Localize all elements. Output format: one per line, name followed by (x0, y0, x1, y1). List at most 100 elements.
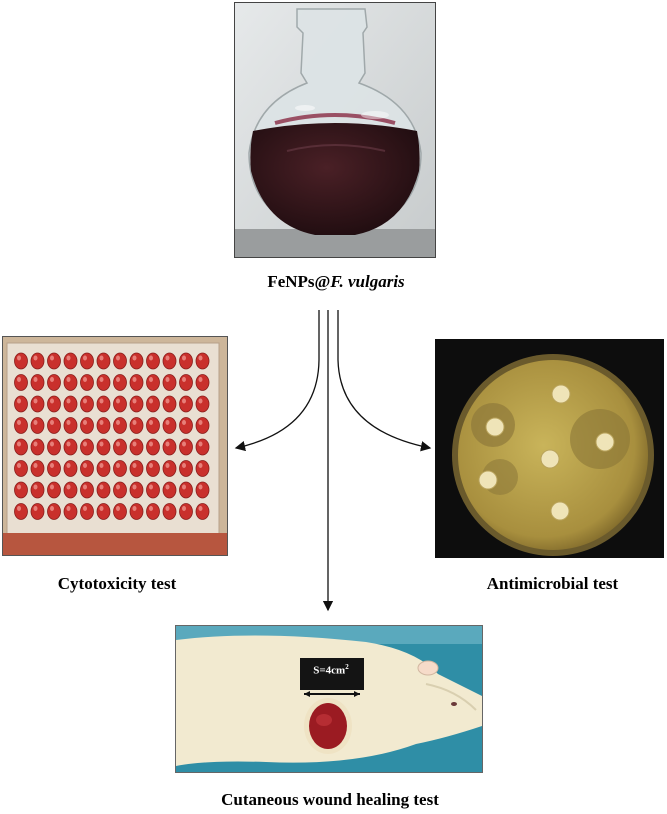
well-highlight (116, 506, 120, 511)
plate-well (146, 481, 160, 499)
well-highlight (50, 484, 54, 490)
well-highlight (83, 420, 87, 425)
well-highlight (198, 420, 203, 425)
well-highlight (50, 441, 54, 447)
cytotoxicity-label: Cytotoxicity test (57, 574, 177, 593)
plate-well (113, 481, 127, 499)
plate-well (162, 352, 177, 370)
well-highlight (33, 463, 38, 468)
plate-well (195, 503, 210, 520)
well-highlight (33, 506, 38, 511)
plate-well (96, 438, 111, 456)
well-highlight (165, 441, 170, 447)
wound-model-photo (175, 625, 483, 773)
well-highlight (33, 420, 38, 425)
well-highlight (182, 463, 186, 468)
well-highlight (66, 463, 71, 468)
plate-well (96, 481, 111, 499)
plate-well (96, 352, 111, 370)
plate-well (195, 481, 210, 499)
well-highlight (165, 484, 170, 490)
plate-well (14, 417, 28, 434)
plate-well (96, 374, 111, 391)
well-highlight (17, 441, 21, 447)
plate-well (129, 503, 144, 520)
well-highlight (165, 398, 170, 404)
plate-well (113, 352, 127, 370)
well-highlight (66, 377, 71, 382)
plate-well (113, 395, 127, 413)
plate-well (63, 481, 78, 499)
well-highlight (17, 506, 21, 511)
plate-well (80, 503, 94, 520)
plate-well (162, 503, 177, 520)
plate-well (30, 438, 45, 456)
well-highlight (198, 355, 203, 361)
plate-well (63, 374, 78, 391)
plate-well (162, 395, 177, 413)
plate-well (179, 352, 193, 370)
well-highlight (149, 484, 153, 490)
well-highlight (99, 463, 104, 468)
plate-well (113, 438, 127, 456)
plate-well (96, 417, 111, 434)
well-highlight (33, 377, 38, 382)
plate-well (195, 395, 210, 413)
well-highlight (33, 441, 38, 447)
plate-well (47, 481, 61, 499)
plate-well (195, 374, 210, 391)
plate-well (63, 352, 78, 370)
well-highlight (50, 420, 54, 425)
plate-well (14, 352, 28, 370)
plate-well (30, 503, 45, 520)
plate-well (80, 481, 94, 499)
well-highlight (132, 484, 137, 490)
well-highlight (99, 377, 104, 382)
well-highlight (149, 506, 153, 511)
plate-well (47, 374, 61, 391)
well-highlight (149, 398, 153, 404)
plate-well (14, 481, 28, 499)
well-highlight (132, 398, 137, 404)
plate-well (30, 417, 45, 434)
wound-site (309, 703, 347, 749)
plate-well (162, 460, 177, 477)
well-highlight (165, 377, 170, 382)
plate-well (113, 417, 127, 434)
plate-well (30, 352, 45, 370)
well-highlight (66, 398, 71, 404)
plate-well (179, 460, 193, 477)
plate-well (195, 417, 210, 434)
plate-well (47, 438, 61, 456)
well-highlight (182, 355, 186, 361)
area-label-box (300, 658, 364, 690)
flask-photo (234, 2, 436, 258)
plate-well (146, 374, 160, 391)
plate-well (162, 374, 177, 391)
well-highlight (116, 398, 120, 404)
wound-healing-label: Cutaneous wound healing test (221, 790, 439, 809)
well-highlight (165, 355, 170, 361)
plate-well (146, 417, 160, 434)
well-plate-photo (2, 336, 228, 556)
well-highlight (149, 441, 153, 447)
plate-well (96, 460, 111, 477)
well-highlight (116, 355, 120, 361)
plate-well (195, 352, 210, 370)
plate-well (47, 503, 61, 520)
plate-well (179, 503, 193, 520)
well-highlight (66, 355, 71, 361)
plate-well (47, 395, 61, 413)
well-highlight (132, 420, 137, 425)
antimicrobial-label: Antimicrobial test (486, 574, 619, 593)
well-highlight (116, 463, 120, 468)
well-highlight (99, 484, 104, 490)
well-highlight (198, 441, 203, 447)
well-highlight (50, 506, 54, 511)
well-highlight (116, 484, 120, 490)
plate-well (30, 481, 45, 499)
plate-well (179, 374, 193, 391)
well-highlight (66, 506, 71, 511)
well-highlight (99, 355, 104, 361)
